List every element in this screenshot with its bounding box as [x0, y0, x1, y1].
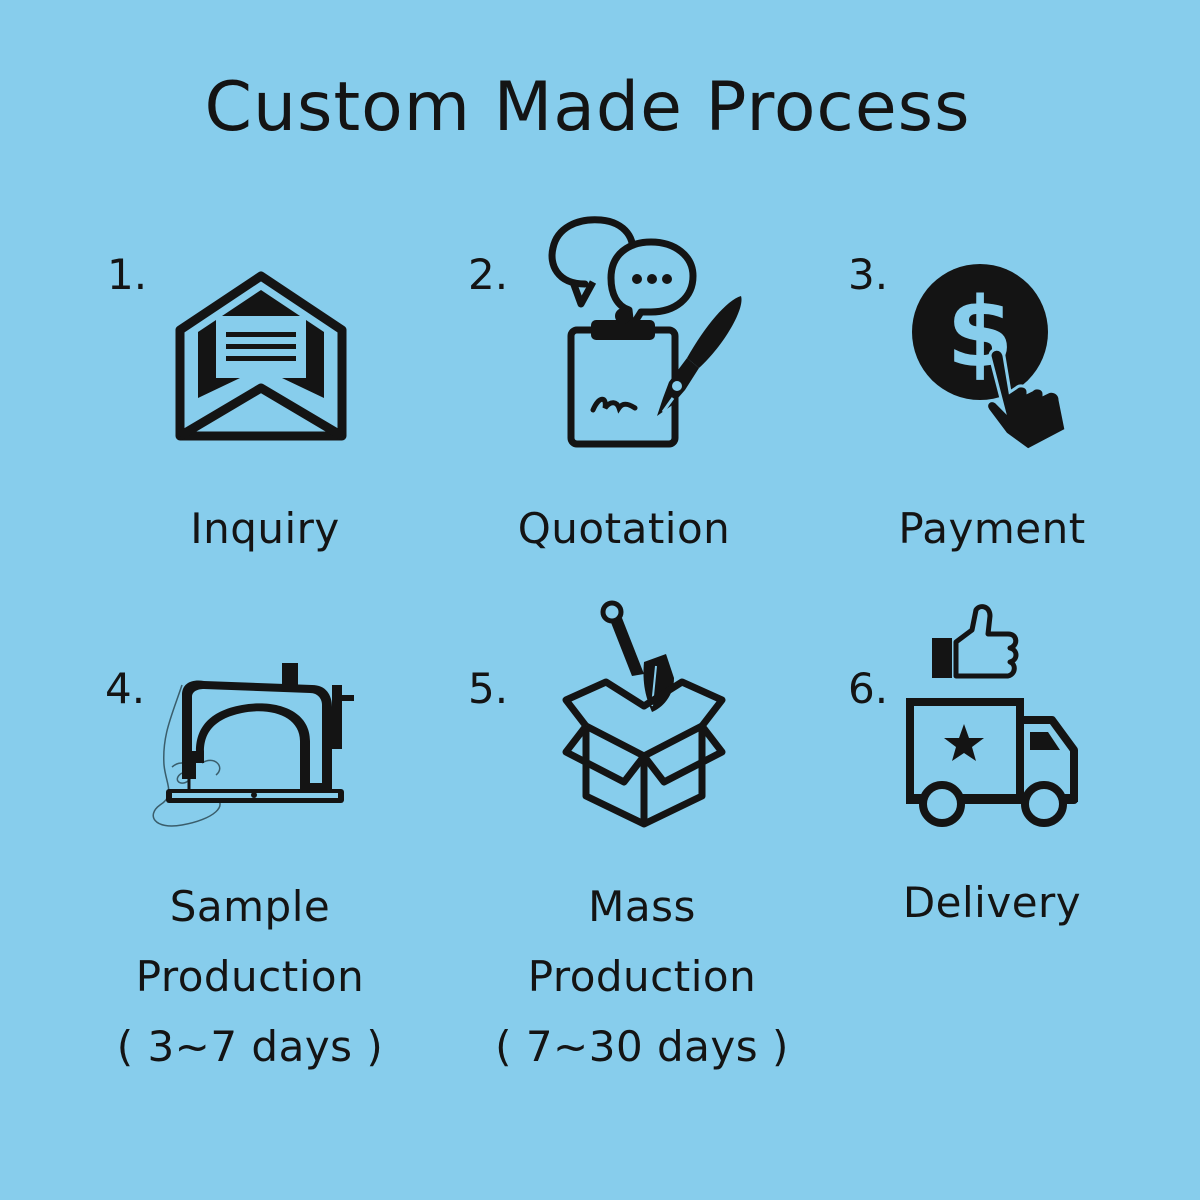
- step-number: 3.: [848, 250, 889, 299]
- step-label: Payment: [898, 504, 1086, 553]
- sewing-machine-icon: [152, 663, 354, 827]
- quotation-icon: [548, 216, 742, 448]
- step-label: Quotation: [517, 504, 731, 553]
- step-label: Inquiry: [190, 504, 340, 553]
- step-number: 2.: [468, 250, 509, 299]
- step-number: 1.: [107, 250, 148, 299]
- delivery-truck-icon: [906, 604, 1078, 827]
- step-label: Delivery: [902, 878, 1082, 927]
- payment-icon: $: [912, 264, 1068, 452]
- step-label: Mass Production ( 7~30 days ): [495, 882, 789, 1071]
- page-title: Custom Made Process: [204, 68, 971, 147]
- step-number: 4.: [105, 664, 146, 713]
- step-number: 5.: [468, 664, 509, 713]
- step-number: 6.: [848, 664, 889, 713]
- envelope-icon: [175, 271, 347, 441]
- box-icon: [562, 600, 726, 828]
- step-label: Sample Production ( 3~7 days ): [116, 882, 384, 1071]
